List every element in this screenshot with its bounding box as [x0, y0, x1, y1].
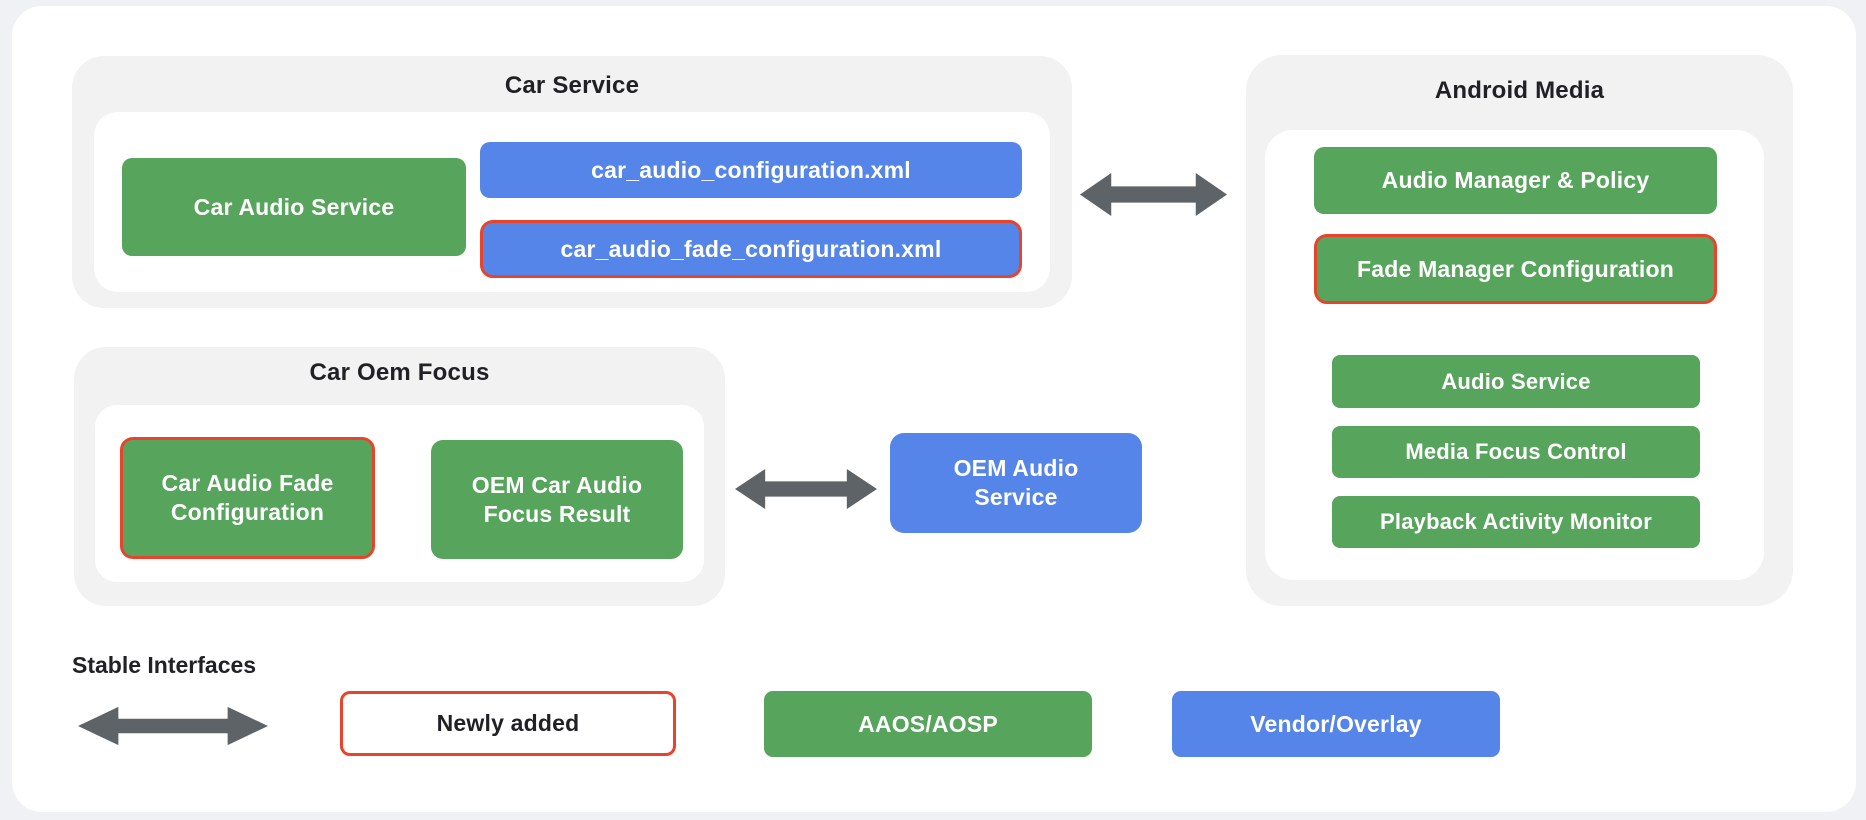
- box-media-focus-control: Media Focus Control: [1332, 426, 1700, 478]
- box-fade-manager-configuration: Fade Manager Configuration: [1314, 234, 1717, 304]
- group-title-car-oem-focus: Car Oem Focus: [309, 359, 490, 386]
- double-arrow-icon: [78, 706, 268, 746]
- box-car-audio-fade-configuration-xml: car_audio_fade_configuration.xml: [480, 220, 1022, 278]
- legend-stable-interfaces-arrow: [78, 706, 268, 746]
- legend-newly-added: Newly added: [340, 691, 676, 756]
- legend-vendor-overlay: Vendor/Overlay: [1172, 691, 1500, 757]
- box-audio-service: Audio Service: [1332, 355, 1700, 408]
- box-audio-manager-policy: Audio Manager & Policy: [1314, 147, 1717, 214]
- arrow-car-service-android-media: [1080, 172, 1227, 217]
- double-arrow-icon: [735, 468, 877, 510]
- arrow-car-oem-focus-oem-audio-service: [735, 468, 877, 510]
- box-oem-car-audio-focus-result: OEM Car Audio Focus Result: [431, 440, 683, 559]
- box-car-audio-fade-configuration: Car Audio Fade Configuration: [120, 437, 375, 559]
- group-title-car-service: Car Service: [504, 72, 640, 99]
- box-playback-activity-monitor: Playback Activity Monitor: [1332, 496, 1700, 548]
- legend-aaos-aosp: AAOS/AOSP: [764, 691, 1092, 757]
- legend-stable-interfaces-label: Stable Interfaces: [72, 652, 257, 678]
- double-arrow-icon: [1080, 173, 1227, 216]
- box-car-audio-service: Car Audio Service: [122, 158, 466, 256]
- group-title-android-media: Android Media: [1434, 77, 1605, 104]
- box-car-audio-configuration-xml: car_audio_configuration.xml: [480, 142, 1022, 198]
- box-oem-audio-service: OEM Audio Service: [890, 433, 1142, 533]
